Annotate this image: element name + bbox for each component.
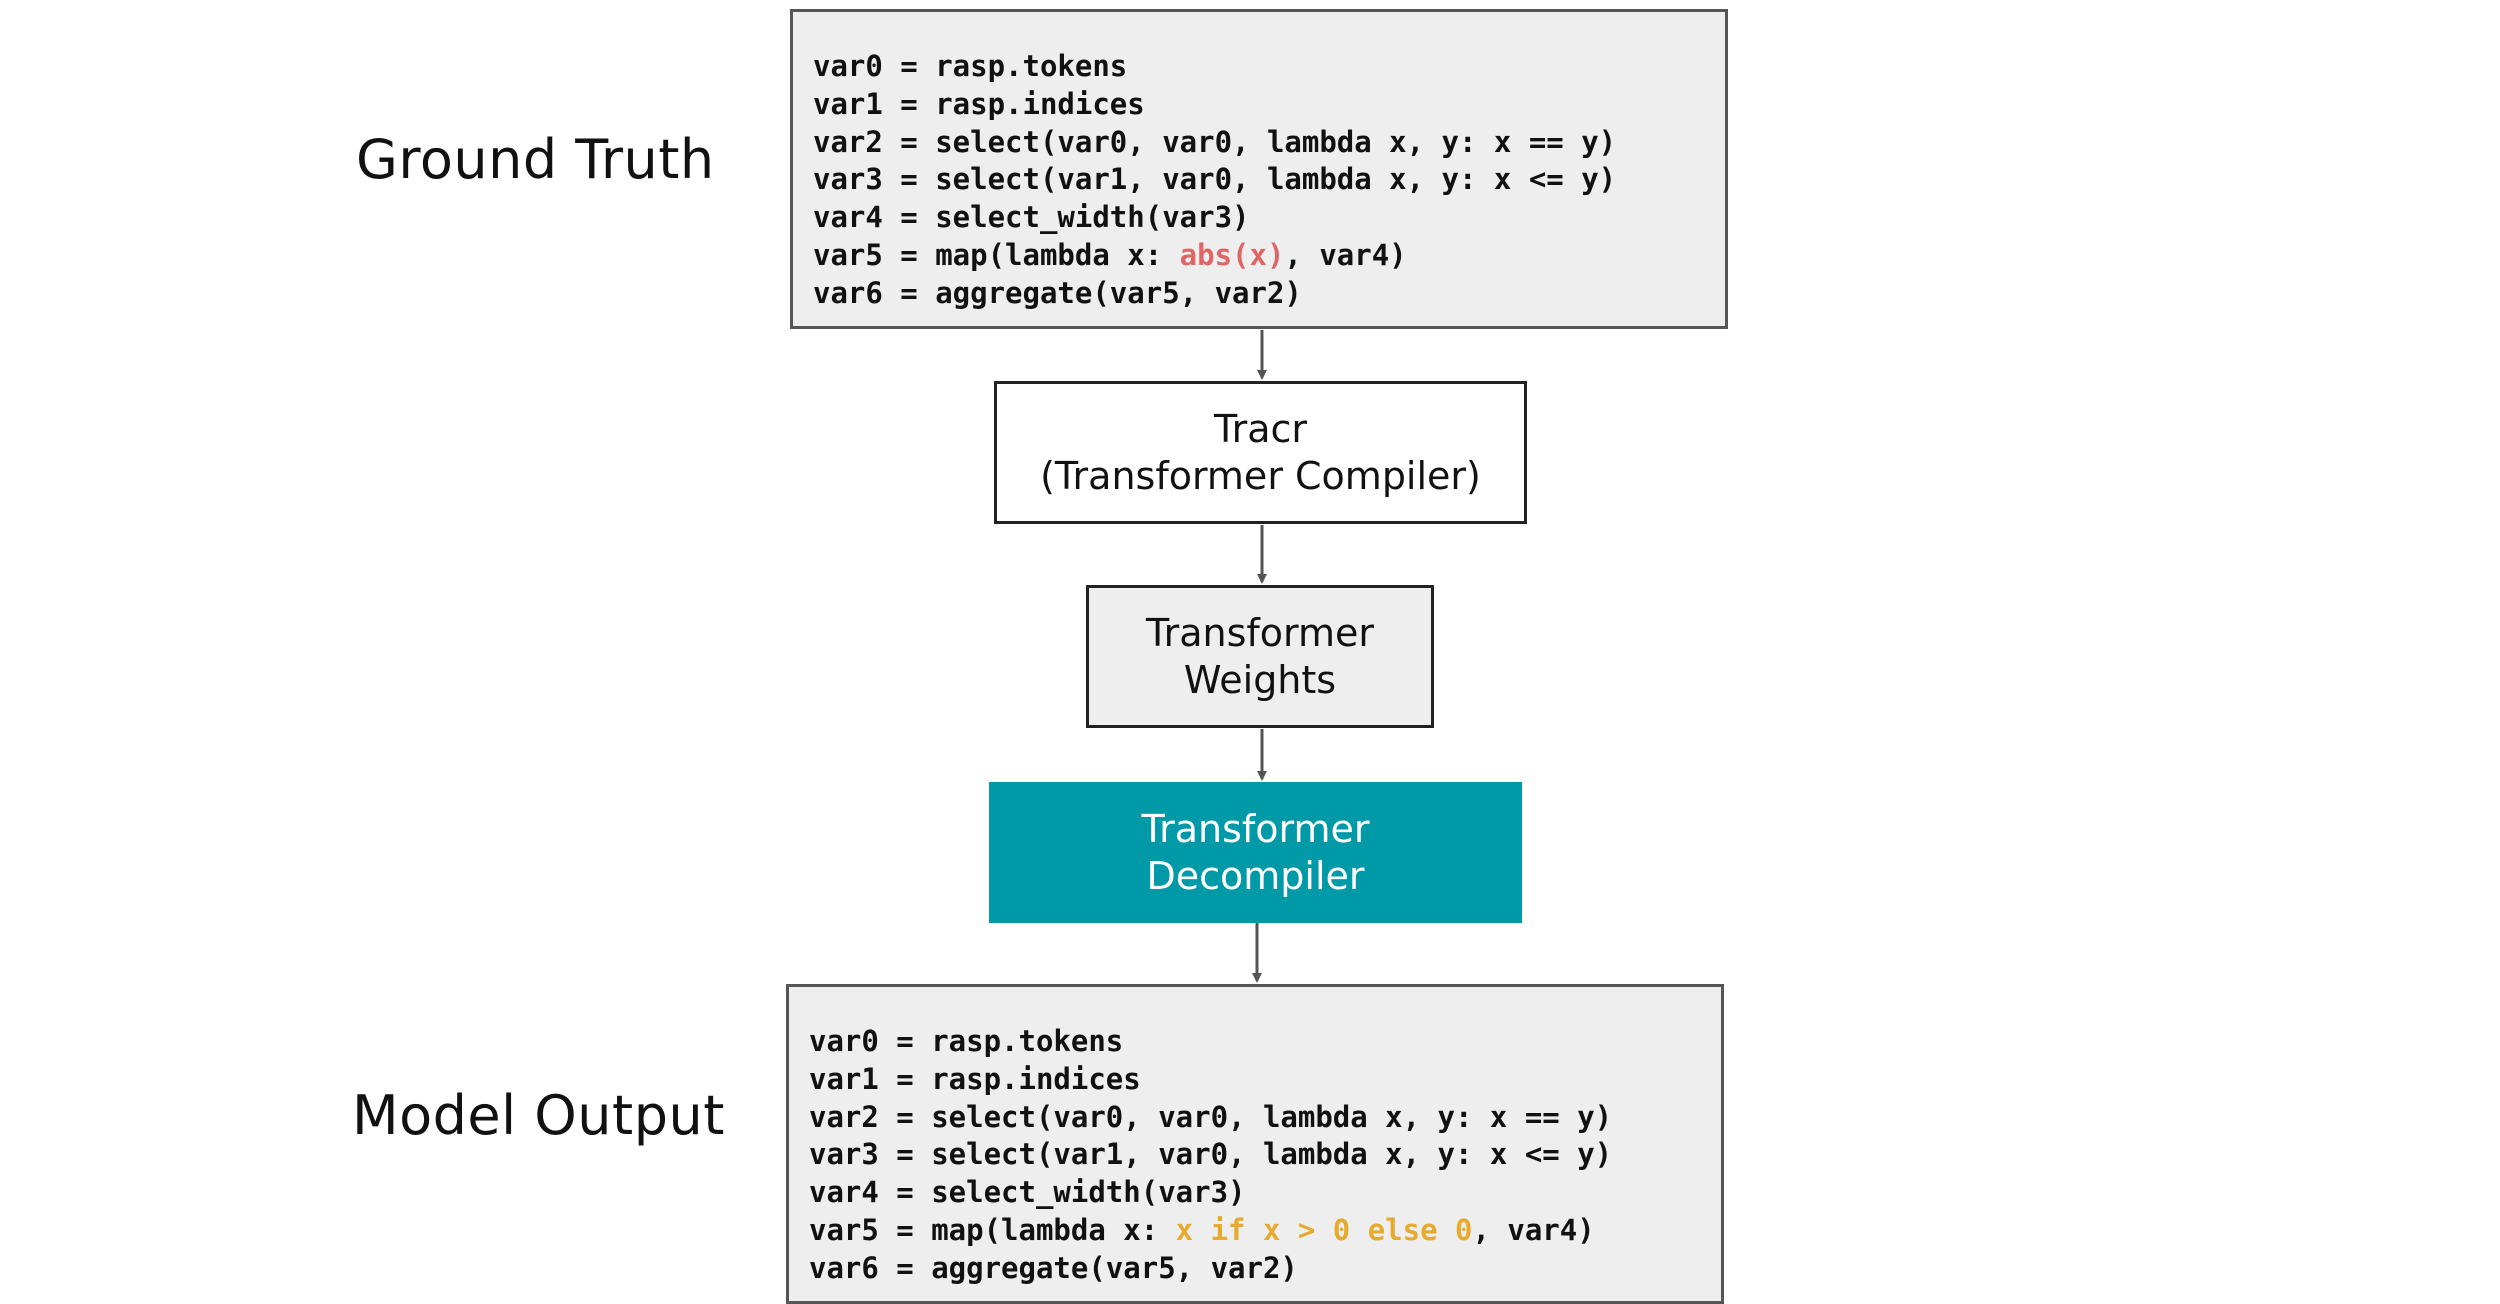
code-line: var5 = map(lambda x: x if x > 0 else 0, … (809, 1212, 1701, 1250)
decompiler-line-1: Transformer (1141, 806, 1370, 851)
code-highlight: abs(x) (1179, 237, 1285, 272)
code-text: var0 = rasp.tokens (813, 49, 1128, 83)
code-text: var1 = rasp.indices (813, 86, 1145, 121)
code-line: var0 = rasp.tokens (813, 48, 1705, 86)
weights-line-1: Transformer (1145, 610, 1375, 655)
code-line: var1 = rasp.indices (813, 86, 1705, 124)
code-highlight: x if x > 0 else 0 (1175, 1212, 1473, 1247)
tracr-title: Tracr (1213, 406, 1308, 451)
code-line: var5 = map(lambda x: abs(x), var4) (813, 237, 1705, 275)
code-line: var3 = select(var1, var0, lambda x, y: x… (813, 161, 1705, 199)
code-text: var3 = select(var1, var0, lambda x, y: x… (813, 162, 1617, 197)
tracr-subtitle: (Transformer Compiler) (1040, 453, 1481, 498)
transformer-decompiler-box: Transformer Decompiler (989, 782, 1522, 923)
code-line: var0 = rasp.tokens (809, 1023, 1701, 1061)
code-line: var2 = select(var0, var0, lambda x, y: x… (809, 1099, 1701, 1137)
decompiler-line-2: Decompiler (1146, 853, 1365, 898)
transformer-weights-box: Transformer Weights (1086, 585, 1434, 728)
ground-truth-label: Ground Truth (356, 128, 715, 191)
code-text: var4 = select_width(var3) (813, 200, 1250, 235)
code-line: var1 = rasp.indices (809, 1061, 1701, 1099)
code-text: var6 = aggregate(var5, var2) (813, 275, 1302, 310)
code-text: var5 = map(lambda x: (813, 237, 1180, 272)
code-line: var6 = aggregate(var5, var2) (813, 275, 1705, 313)
weights-line-2: Weights (1183, 657, 1337, 702)
code-text: , var4) (1472, 1212, 1595, 1247)
code-line: var4 = select_width(var3) (809, 1174, 1701, 1212)
code-text: var0 = rasp.tokens (809, 1024, 1124, 1058)
code-text: var3 = select(var1, var0, lambda x, y: x… (809, 1137, 1613, 1172)
code-text: var5 = map(lambda x: (809, 1212, 1176, 1247)
tracr-compiler-box: Tracr (Transformer Compiler) (994, 381, 1527, 524)
code-line: var2 = select(var0, var0, lambda x, y: x… (813, 124, 1705, 162)
code-text: , var4) (1284, 237, 1407, 272)
code-text: var4 = select_width(var3) (809, 1175, 1246, 1210)
model-output-label: Model Output (352, 1084, 725, 1147)
code-text: var1 = rasp.indices (809, 1061, 1141, 1096)
code-text: var2 = select(var0, var0, lambda x, y: x… (813, 124, 1617, 159)
code-line: var6 = aggregate(var5, var2) (809, 1250, 1701, 1288)
code-line: var3 = select(var1, var0, lambda x, y: x… (809, 1136, 1701, 1174)
code-line: var4 = select_width(var3) (813, 199, 1705, 237)
code-text: var2 = select(var0, var0, lambda x, y: x… (809, 1099, 1613, 1134)
code-text: var6 = aggregate(var5, var2) (809, 1250, 1298, 1285)
